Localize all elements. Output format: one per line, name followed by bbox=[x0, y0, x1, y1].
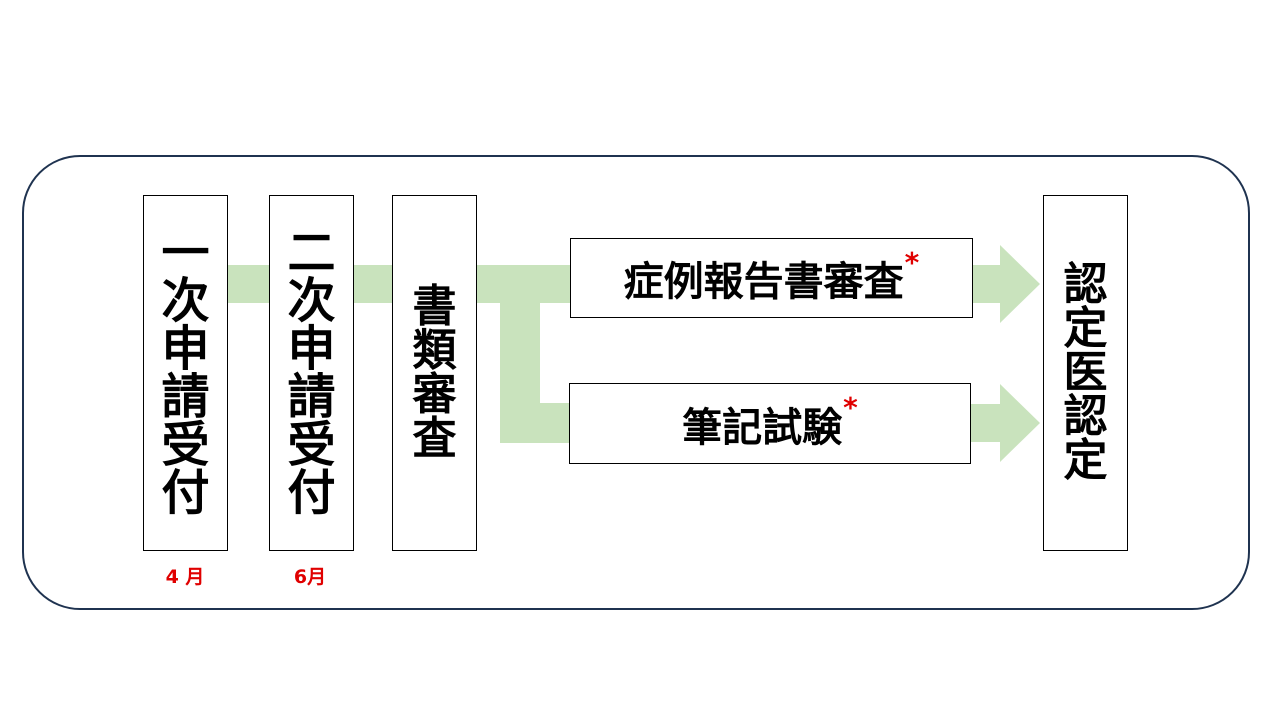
label-char: 請 bbox=[287, 369, 336, 425]
arrow-branch-lower bbox=[500, 403, 580, 443]
second-application-month: 6月 bbox=[293, 566, 327, 588]
label-char: 受 bbox=[287, 417, 336, 473]
document-review-label: 書類審査 bbox=[393, 196, 476, 550]
label-char: 付 bbox=[161, 465, 210, 521]
case-report-review-box: 症例報告書審査* bbox=[570, 238, 973, 318]
label-char: 認 bbox=[1063, 391, 1108, 442]
label-char: 申 bbox=[287, 321, 336, 377]
label-char: 審 bbox=[412, 369, 457, 420]
first-application-month: 4 月 bbox=[165, 566, 205, 588]
second-application-label: 二次申請受付 bbox=[270, 196, 353, 550]
label-char: 定 bbox=[1063, 303, 1108, 354]
label-char: 医 bbox=[1063, 347, 1108, 398]
label-char: 次 bbox=[287, 273, 336, 329]
label-char: 二 bbox=[287, 225, 336, 281]
certification-box: 認定医認定 bbox=[1043, 195, 1128, 551]
first-application-label: 一次申請受付 bbox=[144, 196, 227, 550]
label-char: 付 bbox=[287, 465, 336, 521]
second-application-box: 二次申請受付 bbox=[269, 195, 354, 551]
label-char: 受 bbox=[161, 417, 210, 473]
label-char: 次 bbox=[161, 273, 210, 329]
process-frame bbox=[22, 155, 1250, 610]
written-exam-box: 筆記試験* bbox=[569, 383, 971, 464]
written-exam-label: 筆記試験 bbox=[682, 404, 843, 451]
label-char: 書 bbox=[412, 281, 457, 332]
arrow-head-lower bbox=[966, 384, 1040, 462]
label-char: 一 bbox=[161, 225, 210, 281]
document-review-box: 書類審査 bbox=[392, 195, 477, 551]
label-char: 査 bbox=[412, 413, 457, 464]
arrow-head-upper bbox=[968, 245, 1040, 323]
label-char: 請 bbox=[161, 369, 210, 425]
case-report-review-label: 症例報告書審査 bbox=[623, 259, 904, 305]
certification-label: 認定医認定 bbox=[1044, 196, 1127, 550]
case-report-review-asterisk: * bbox=[904, 245, 920, 279]
label-char: 類 bbox=[412, 325, 457, 376]
first-application-box: 一次申請受付 bbox=[143, 195, 228, 551]
label-char: 認 bbox=[1063, 259, 1108, 310]
written-exam-asterisk: * bbox=[843, 391, 858, 424]
label-char: 定 bbox=[1063, 435, 1108, 486]
label-char: 申 bbox=[161, 321, 210, 377]
